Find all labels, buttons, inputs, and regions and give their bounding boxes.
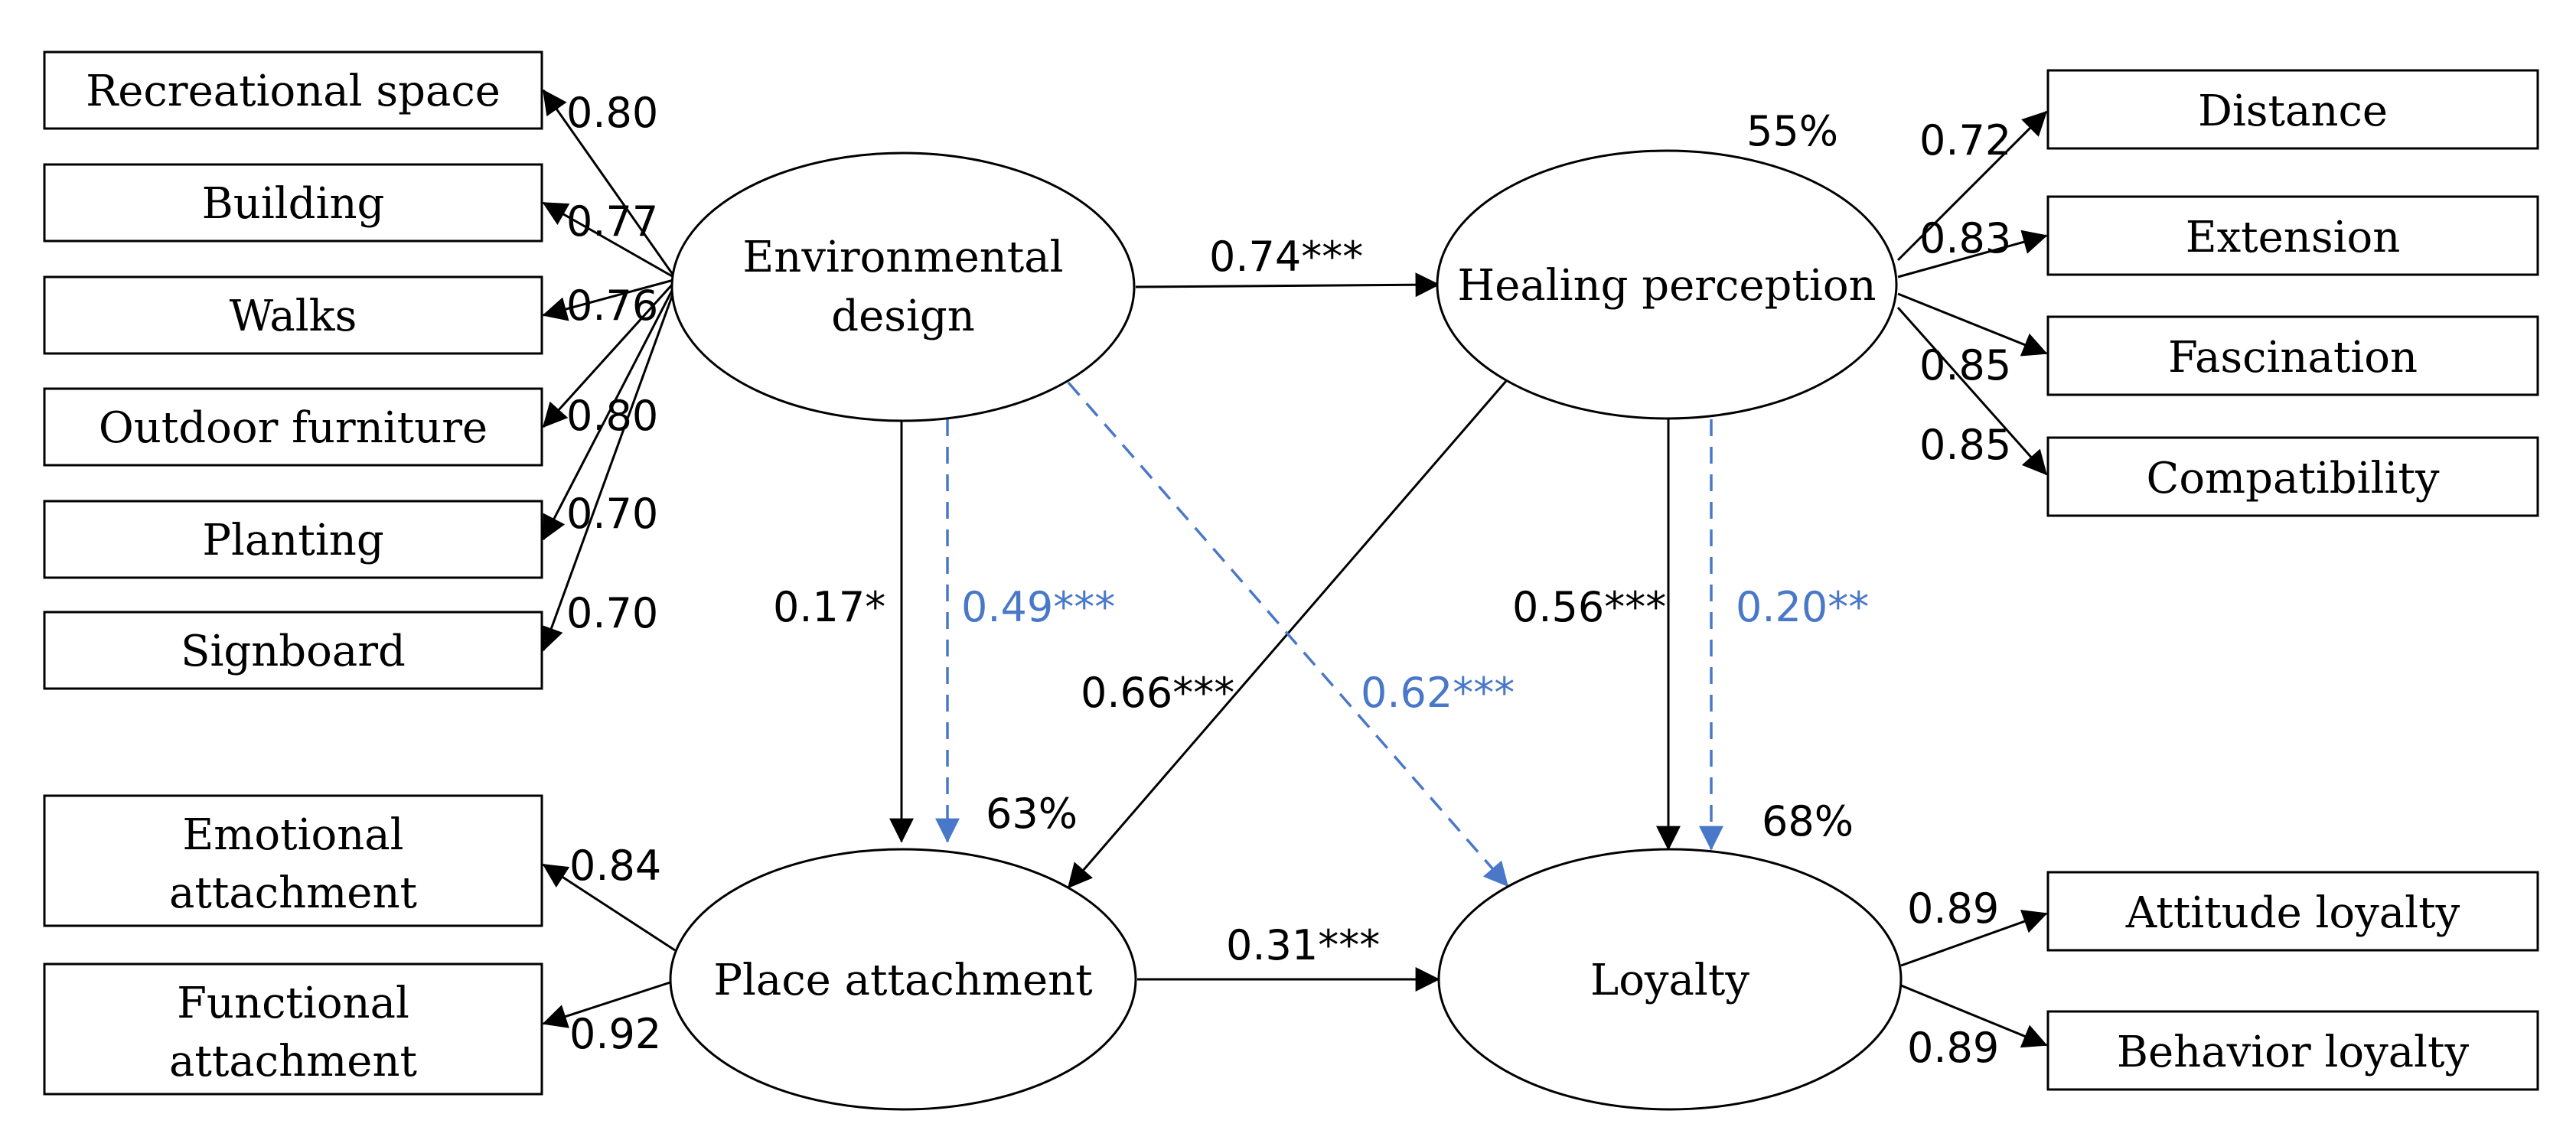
indicator-planting: Planting [43, 500, 543, 579]
path-healing-to-loyalty-indirect: 0.20** [1736, 583, 1869, 631]
indicator-extension: Extension [2046, 195, 2539, 276]
indicator-label: Compatibility [2146, 454, 2439, 503]
edge-env-recreational [542, 89, 675, 276]
indicator-label-line1: Emotional [182, 810, 403, 860]
edge-env-outdoor [542, 282, 675, 428]
edge-place-functional [542, 979, 676, 1028]
indicator-label: Building [202, 179, 385, 229]
indicator-label: Signboard [181, 627, 406, 676]
edge-place-emotional [542, 863, 676, 952]
construct-label: Place attachment [713, 956, 1093, 1005]
loading-functional-attachment: 0.92 [569, 1010, 661, 1058]
indicator-recreational-space: Recreational space [43, 50, 543, 130]
indicator-label-line1: Functional [177, 979, 409, 1028]
edge-env-to-healing [1135, 272, 1440, 298]
indicator-outdoor-furniture: Outdoor furniture [43, 387, 543, 467]
indicator-label-line2: attachment [169, 868, 418, 918]
loading-walks: 0.76 [566, 282, 658, 330]
loading-building: 0.77 [566, 197, 658, 246]
edge-healing-extension [1897, 230, 2048, 278]
path-healing-to-place: 0.66*** [1081, 669, 1234, 717]
loading-fascination: 0.85 [1919, 341, 2011, 389]
path-healing-to-loyalty-direct: 0.56*** [1512, 583, 1666, 631]
indicator-label: Distance [2198, 86, 2388, 136]
construct-label-line1: Environmental [742, 233, 1063, 282]
r-squared-loyalty: 68% [1762, 797, 1854, 845]
construct-environmental-design: Environmental design [670, 151, 1136, 422]
edge-healing-compatibility [1896, 307, 2048, 476]
indicator-functional-attachment: Functional attachment [43, 962, 543, 1096]
edge-env-building [542, 201, 674, 278]
path-place-to-loyalty: 0.31*** [1226, 921, 1380, 969]
construct-label-line2: design [831, 292, 975, 341]
construct-healing-perception: Healing perception [1436, 149, 1898, 420]
indicator-building: Building [43, 163, 543, 243]
loading-behavior-loyalty: 0.89 [1907, 1024, 1999, 1072]
indicator-label: Behavior loyalty [2117, 1028, 2470, 1077]
indicator-walks: Walks [43, 275, 543, 355]
indicator-label-line2: attachment [169, 1037, 418, 1086]
r-squared-place: 63% [986, 790, 1078, 838]
indicator-fascination: Fascination [2046, 315, 2539, 396]
r-squared-healing: 55% [1746, 107, 1838, 155]
indicator-behavior-loyalty: Behavior loyalty [2046, 1010, 2539, 1091]
edge-loyalty-behavior [1900, 984, 2048, 1048]
construct-label: Loyalty [1590, 956, 1749, 1005]
loading-attitude-loyalty: 0.89 [1907, 884, 1999, 933]
loading-outdoor-furniture: 0.80 [566, 392, 658, 440]
edge-env-walks [542, 278, 674, 321]
path-env-to-place-indirect: 0.49*** [961, 583, 1115, 631]
path-env-to-loyalty-indirect: 0.62*** [1361, 669, 1515, 717]
indicator-label: Extension [2186, 213, 2401, 262]
indicator-label: Outdoor furniture [99, 403, 487, 453]
construct-loyalty: Loyalty [1437, 848, 1903, 1111]
loading-signboard: 0.70 [566, 589, 658, 637]
indicator-label: Walks [230, 292, 357, 341]
edge-healing-distance [1896, 110, 2048, 262]
loading-extension: 0.83 [1919, 214, 2011, 262]
indicator-label: Fascination [2168, 333, 2418, 383]
indicator-label: Attitude loyalty [2125, 888, 2460, 938]
edge-loyalty-attitude [1900, 910, 2048, 967]
edge-env-to-loyalty-indirect [1067, 381, 1509, 888]
loading-distance: 0.72 [1919, 116, 2011, 164]
indicator-distance: Distance [2046, 69, 2539, 150]
indicator-attitude-loyalty: Attitude loyalty [2046, 871, 2539, 952]
path-env-to-place-direct: 0.17* [773, 583, 885, 631]
edge-healing-fascination [1897, 292, 2048, 357]
indicator-signboard: Signboard [43, 611, 543, 690]
indicator-compatibility: Compatibility [2046, 436, 2539, 517]
edge-env-signboard [540, 292, 675, 652]
indicator-label: Recreational space [86, 67, 501, 116]
path-env-to-healing: 0.74*** [1209, 233, 1363, 281]
indicator-emotional-attachment: Emotional attachment [43, 794, 543, 927]
loading-emotional-attachment: 0.84 [569, 842, 661, 890]
construct-label: Healing perception [1457, 261, 1876, 311]
indicator-label: Planting [202, 516, 383, 565]
loading-recreational-space: 0.80 [566, 89, 658, 137]
construct-place-attachment: Place attachment [669, 848, 1137, 1111]
loading-planting: 0.70 [566, 490, 658, 538]
loading-compatibility: 0.85 [1919, 421, 2011, 469]
edge-env-planting [542, 287, 675, 541]
